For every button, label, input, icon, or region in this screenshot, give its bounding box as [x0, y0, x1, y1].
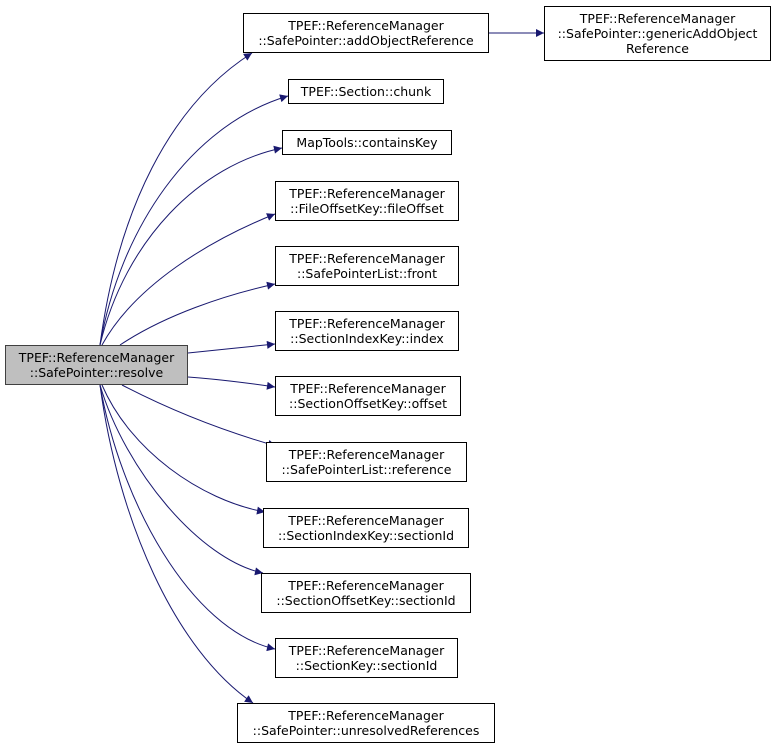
edge-root-to-offset — [187, 376, 276, 390]
node-label-line: MapTools::containsKey — [296, 135, 438, 150]
node-unresolvedReferences[interactable]: TPEF::ReferenceManager::SafePointer::unr… — [237, 703, 495, 743]
node-fileOffset[interactable]: TPEF::ReferenceManager::FileOffsetKey::f… — [275, 181, 459, 221]
edge-root-to-chunk — [99, 94, 289, 346]
node-label-line: ::SafePointerList::front — [297, 266, 437, 281]
node-label-line: ::SafePointer::resolve — [29, 365, 164, 380]
node-front[interactable]: TPEF::ReferenceManager::SafePointerList:… — [275, 246, 459, 286]
node-label-line: ::SectionIndexKey::index — [290, 331, 444, 346]
node-root[interactable]: TPEF::ReferenceManager::SafePointer::res… — [5, 345, 188, 385]
node-label-line: TPEF::ReferenceManager — [290, 381, 446, 396]
edge-root-to-sectionIndexKeySectionId — [101, 384, 266, 515]
node-sectionIndexKeySectionId[interactable]: TPEF::ReferenceManager::SectionIndexKey:… — [263, 508, 469, 548]
node-label-line: TPEF::ReferenceManager — [289, 186, 445, 201]
node-genericAddObjectReference[interactable]: TPEF::ReferenceManager::SafePointer::gen… — [544, 6, 771, 61]
node-label-line: TPEF::ReferenceManager — [288, 18, 444, 33]
node-label-line: TPEF::ReferenceManager — [288, 513, 444, 528]
node-label-line: TPEF::ReferenceManager — [288, 708, 444, 723]
node-label-line: TPEF::ReferenceManager — [288, 447, 445, 462]
node-containsKey[interactable]: MapTools::containsKey — [282, 130, 452, 155]
edge-root-to-index — [187, 340, 276, 354]
node-offset[interactable]: TPEF::ReferenceManager::SectionOffsetKey… — [275, 376, 461, 416]
node-label-line: TPEF::ReferenceManager — [288, 578, 444, 593]
node-label-line: ::SectionOffsetKey::sectionId — [276, 593, 456, 608]
node-label-line: TPEF::ReferenceManager — [288, 643, 445, 658]
node-label-line: ::SafePointer::genericAddObject — [557, 26, 758, 41]
node-sectionKeySectionId[interactable]: TPEF::ReferenceManager::SectionKey::sect… — [275, 638, 458, 678]
node-label-line: ::SectionOffsetKey::offset — [289, 396, 447, 411]
node-label-line: TPEF::ReferenceManager — [289, 251, 445, 266]
edge-root-to-sectionOffsetKeySectionId — [99, 384, 264, 576]
node-sectionOffsetKeySectionId[interactable]: TPEF::ReferenceManager::SectionOffsetKey… — [261, 573, 471, 613]
node-addObjectReference[interactable]: TPEF::ReferenceManager::SafePointer::add… — [243, 13, 489, 53]
edge-root-to-containsKey — [99, 145, 283, 346]
node-label-line: ::SectionKey::sectionId — [295, 658, 438, 673]
node-label-line: ::SafePointer::addObjectReference — [258, 33, 474, 48]
node-label-line: ::SafePointerList::reference — [281, 462, 452, 477]
edge-root-to-front — [119, 281, 276, 346]
edge-root-to-fileOffset — [101, 213, 276, 346]
node-label-line: Reference — [626, 41, 689, 56]
node-label-line: TPEF::ReferenceManager — [18, 350, 175, 365]
node-label-line: TPEF::Section::chunk — [300, 84, 432, 99]
node-label-line: TPEF::ReferenceManager — [579, 11, 736, 26]
edge-root-to-addObjectReference — [99, 52, 253, 346]
node-label-line: ::FileOffsetKey::fileOffset — [290, 201, 444, 216]
edge-root-to-sectionKeySectionId — [99, 384, 276, 652]
edge-root-to-unresolvedReferences — [99, 384, 254, 704]
node-chunk[interactable]: TPEF::Section::chunk — [288, 79, 444, 104]
node-label-line: ::SafePointer::unresolvedReferences — [252, 723, 480, 738]
node-label-line: TPEF::ReferenceManager — [289, 316, 445, 331]
edge-root-to-reference — [121, 384, 277, 448]
node-label-line: ::SectionIndexKey::sectionId — [277, 528, 455, 543]
node-reference[interactable]: TPEF::ReferenceManager::SafePointerList:… — [266, 442, 467, 482]
node-index[interactable]: TPEF::ReferenceManager::SectionIndexKey:… — [275, 311, 459, 351]
